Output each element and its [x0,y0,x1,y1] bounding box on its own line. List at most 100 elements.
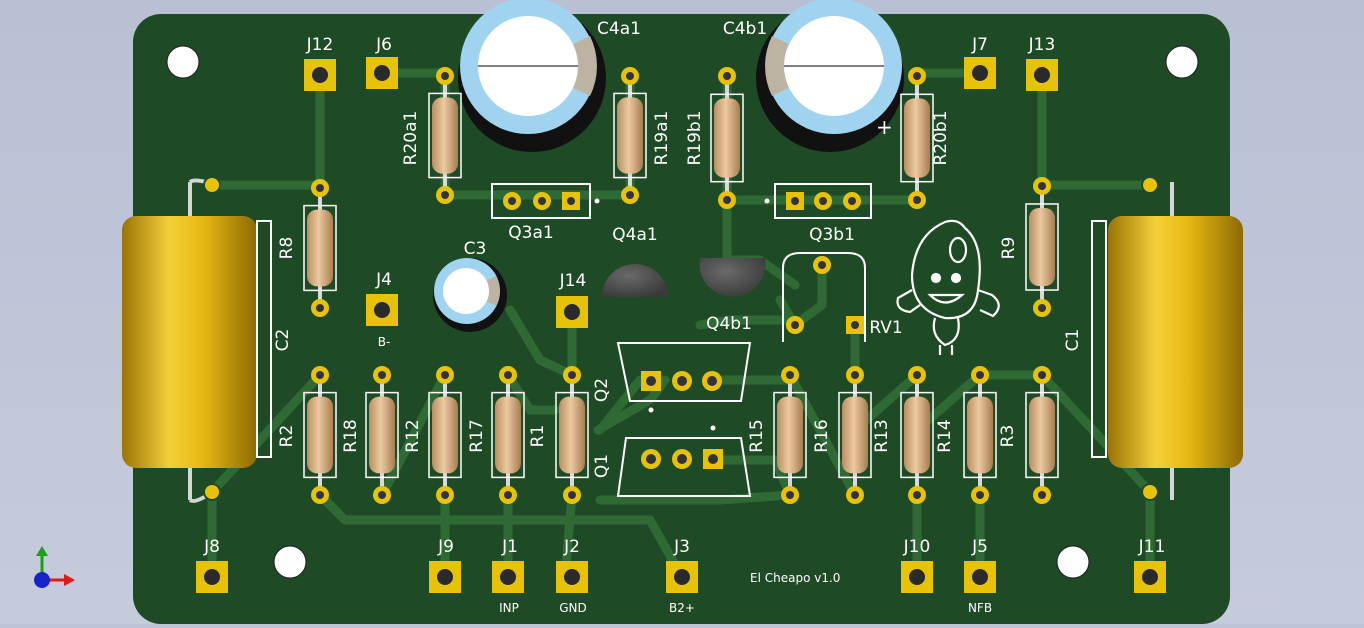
label-j14: J14 [559,271,587,291]
resistor-r3 [1025,366,1059,504]
connector-j2 [556,561,588,593]
transistor-q3a1 [491,183,600,219]
trimmer-rv1 [782,252,866,342]
film-cap-c2 [122,176,272,503]
connector-j11 [1134,561,1166,593]
connector-j10 [901,561,933,593]
label-r19a1: R19a1 [652,111,672,166]
resistor-r9 [1025,177,1059,317]
label-q2: Q2 [592,378,612,402]
label-r1: R1 [528,425,548,448]
label-c3: C3 [464,239,487,259]
label-q4b1: Q4b1 [706,314,752,334]
resistor-r13 [900,366,934,504]
label-c4a1: C4a1 [597,19,641,39]
resistor-r20b1 [900,67,934,209]
board-title: El Cheapo v1.0 [750,571,840,585]
connector-j9 [429,561,461,593]
label-j11: J11 [1138,537,1166,557]
label-q3a1: Q3a1 [508,223,553,243]
label-j4: J4 [375,270,392,290]
connector-j8 [196,561,228,593]
label-r2: R2 [277,425,297,448]
resistor-r19a1 [613,67,647,204]
resistor-r17 [491,366,525,504]
resistor-r8 [303,179,337,317]
transistor-q3b1 [764,183,872,219]
silk-j5: NFB [968,601,992,615]
connector-pads [196,57,1166,593]
label-r9: R9 [999,237,1019,260]
resistor-r15 [773,366,807,504]
label-j1: J1 [501,537,518,557]
label-r13: R13 [872,419,892,452]
transistor-q1 [616,425,752,497]
silk-j4: B- [378,335,391,349]
label-c2: C2 [273,329,293,352]
connector-j3 [666,561,698,593]
resistor-r18 [365,366,399,504]
resistor-r14 [963,366,997,504]
resistors [303,67,1059,504]
mascot-logo [896,219,1000,355]
label-j13: J13 [1028,35,1056,55]
connector-j14 [556,296,588,328]
label-r20a1: R20a1 [401,111,421,166]
resistor-r16 [838,366,872,504]
label-j10: J10 [903,537,931,557]
connector-j7 [964,57,996,89]
label-c1: C1 [1063,329,1083,352]
electrolytic-cap-c4b1: + [756,0,904,152]
silk-j1: INP [499,601,519,615]
mounting-holes [166,45,1199,579]
label-r12: R12 [403,419,423,452]
label-j12: J12 [306,35,334,55]
electrolytic-cap-c3 [433,258,507,332]
label-j3: J3 [673,537,690,557]
label-r8: R8 [277,237,297,260]
label-j6: J6 [375,35,392,55]
label-j5: J5 [971,537,988,557]
connector-j12 [304,59,336,91]
electrolytic-cap-c4a1 [458,0,606,152]
label-j8: J8 [203,537,220,557]
label-j9: J9 [437,537,454,557]
connector-j1 [492,561,524,593]
label-r3: R3 [998,425,1018,448]
label-r20b1: R20b1 [931,110,951,165]
pcb-board [133,14,1230,624]
connector-j4 [366,294,398,326]
silk-j3: B2+ [669,601,695,615]
connector-j6 [366,57,398,89]
connector-j5 [964,561,996,593]
transistor-q4a1 [602,264,668,297]
label-q1: Q1 [592,454,612,478]
silk-j2: GND [559,601,587,615]
transistor-q4b1 [699,258,766,297]
label-r14: R14 [935,419,955,452]
label-r17: R17 [467,419,487,452]
resistor-r19b1 [710,67,744,209]
resistor-r20a1 [428,67,462,204]
label-r18: R18 [341,419,361,452]
film-cap-c1 [1091,176,1243,501]
label-r19b1: R19b1 [685,110,705,165]
label-q4a1: Q4a1 [612,225,657,245]
resistor-r1 [555,366,589,504]
label-c4b1: C4b1 [723,19,767,39]
connector-j13 [1026,59,1058,91]
polarity-mark: + [876,115,893,139]
label-r15: R15 [747,419,767,452]
resistor-r2 [303,366,337,504]
label-rv1: RV1 [869,318,902,338]
resistor-r12 [428,366,462,504]
label-r16: R16 [812,419,832,452]
label-j2: J2 [563,537,580,557]
transistor-q2 [616,342,752,413]
xyz-axes-icon [34,546,75,588]
label-q3b1: Q3b1 [809,225,855,245]
label-j7: J7 [971,35,988,55]
